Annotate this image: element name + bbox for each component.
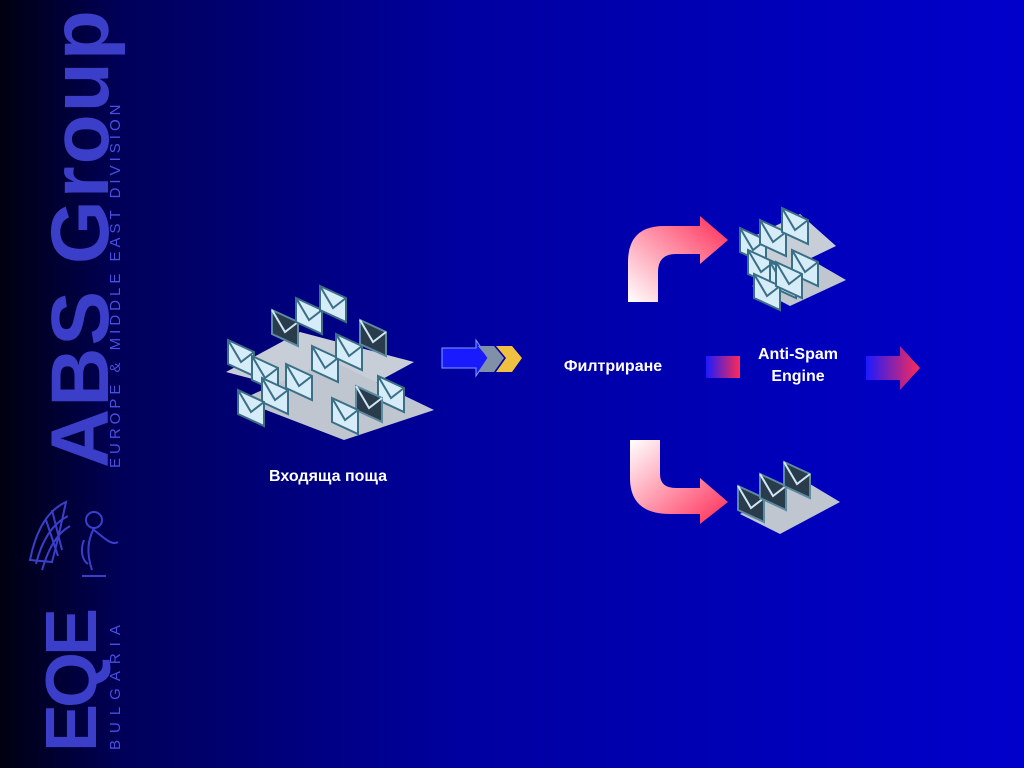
emblem-logo <box>28 500 119 577</box>
anti-spam-engine-label: Anti-Spam Engine <box>738 344 858 388</box>
spam-mail-cluster <box>737 461 840 534</box>
output-arrow <box>866 346 920 390</box>
engine-label-line1: Anti-Spam <box>758 346 838 363</box>
incoming-mail-cluster <box>226 285 434 440</box>
engine-label-line2: Engine <box>771 368 825 385</box>
filtering-label: Филтриране <box>563 358 663 375</box>
curved-arrow-up <box>628 216 728 302</box>
incoming-mail-label: Входяща поща <box>269 468 387 485</box>
gradient-connector <box>706 356 740 378</box>
clean-mail-cluster <box>739 207 846 311</box>
curved-arrow-down <box>630 440 728 524</box>
flow-arrow <box>441 338 522 378</box>
